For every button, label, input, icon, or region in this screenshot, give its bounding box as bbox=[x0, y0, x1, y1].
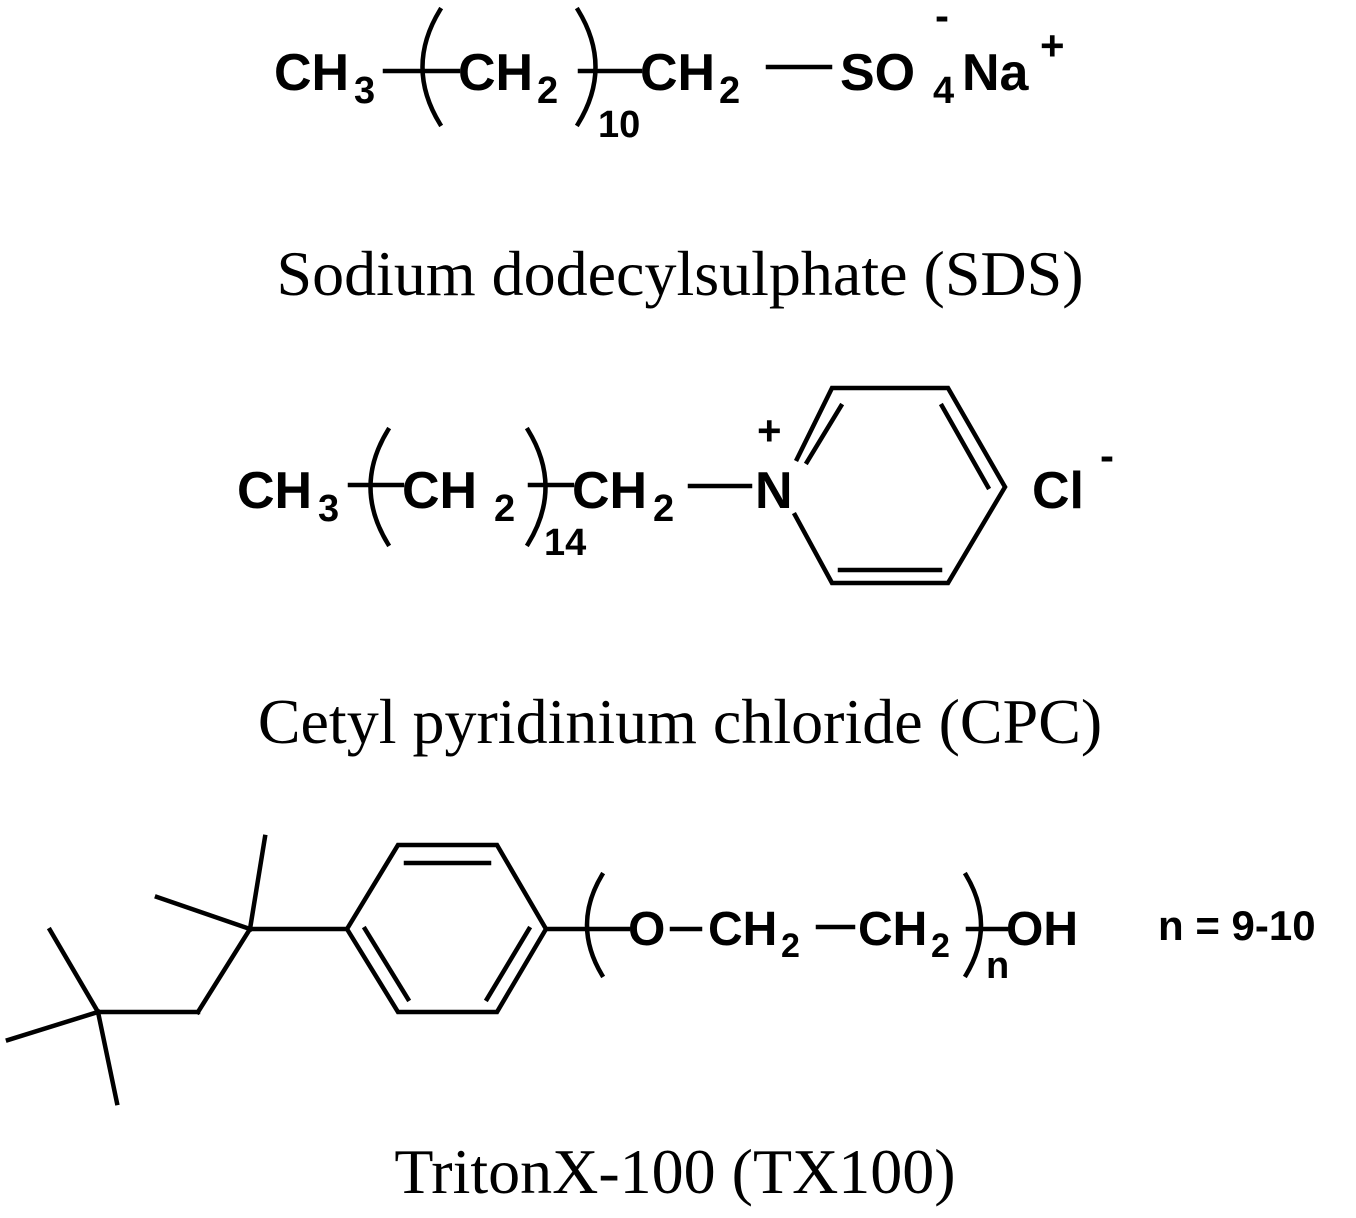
sds-so-label: SO bbox=[840, 44, 915, 102]
cpc-plus-charge: + bbox=[757, 407, 782, 454]
tx100-close-parenthesis bbox=[962, 871, 984, 979]
tx100-open-parenthesis bbox=[584, 871, 606, 979]
cpc-ch3-label: CH bbox=[237, 462, 312, 520]
sds-minus-charge: - bbox=[935, 0, 949, 39]
sds-o-subscript: 4 bbox=[933, 70, 954, 112]
sds-repeat-count: 10 bbox=[598, 104, 640, 146]
cpc-ch2-label: CH bbox=[572, 462, 647, 520]
cpc-repeat-count: 14 bbox=[544, 522, 586, 564]
cpc-repeat-ch2-subscript: 2 bbox=[494, 488, 515, 530]
tx100-bond-methyl-4 bbox=[154, 894, 253, 932]
tx100-ch2-b-label: CH bbox=[858, 903, 927, 956]
cpc-structure: CH 3 CH 2 14 CH 2 N + Cl - bbox=[237, 385, 1114, 586]
cpc-ch3-subscript: 3 bbox=[318, 488, 339, 530]
cpc-n-label: N bbox=[755, 462, 793, 520]
tx100-bond-methyl-3 bbox=[95, 1009, 120, 1106]
sds-repeat-ch2-subscript: 2 bbox=[537, 70, 558, 112]
sds-ch2-subscript: 2 bbox=[719, 70, 740, 112]
cpc-ring-double-bond-2 bbox=[938, 402, 992, 491]
tx100-bond-methyl-1 bbox=[5, 1009, 101, 1043]
tx100-ch2-b-subscript: 2 bbox=[931, 927, 950, 965]
tx100-ch2-a-label: CH bbox=[708, 903, 777, 956]
sds-ch2-label: CH bbox=[640, 44, 715, 102]
tx100-bond-methyl-5 bbox=[247, 834, 268, 932]
tx100-ch2-a-subscript: 2 bbox=[781, 927, 800, 965]
cpc-ring-double-bond-1 bbox=[803, 402, 845, 466]
sds-caption: Sodium dodecylsulphate (SDS) bbox=[276, 238, 1083, 309]
tx100-oh-label: OH bbox=[1006, 903, 1078, 956]
tx100-benzene-ring bbox=[344, 842, 549, 1015]
cpc-ch2-subscript: 2 bbox=[653, 488, 674, 530]
sds-repeat-ch2-label: CH bbox=[458, 44, 533, 102]
cpc-caption: Cetyl pyridinium chloride (CPC) bbox=[258, 686, 1102, 757]
sds-structure: CH 3 CH 2 10 CH 2 SO - 4 Na + bbox=[274, 0, 1065, 146]
tx100-ring-double-bond-2 bbox=[361, 925, 412, 1003]
tx100-n-range: n = 9-10 bbox=[1158, 902, 1316, 949]
sds-open-parenthesis bbox=[420, 6, 444, 128]
tx100-bond-methyl-2 bbox=[46, 926, 102, 1016]
tx100-caption: TritonX-100 (TX100) bbox=[394, 1136, 955, 1207]
sds-plus-charge: + bbox=[1040, 22, 1065, 69]
tx100-o-label: O bbox=[628, 903, 665, 956]
sds-na-label: Na bbox=[962, 44, 1030, 102]
cpc-open-parenthesis bbox=[368, 426, 392, 548]
sds-ch3-subscript: 3 bbox=[354, 70, 375, 112]
sds-ch3-label: CH bbox=[274, 44, 349, 102]
cpc-cl-label: Cl bbox=[1032, 462, 1084, 520]
tx100-repeat-count: n bbox=[986, 945, 1009, 987]
tx100-structure: O CH 2 CH 2 n OH n = 9-10 bbox=[5, 834, 1316, 1106]
cpc-pyridine-ring bbox=[791, 385, 1008, 586]
cpc-repeat-ch2-label: CH bbox=[402, 462, 477, 520]
sds-close-parenthesis bbox=[574, 6, 598, 128]
cpc-minus-charge: - bbox=[1100, 432, 1114, 479]
tx100-ring-double-bond-3 bbox=[483, 925, 533, 1003]
tx100-bond-ch2-b bbox=[194, 925, 254, 1016]
